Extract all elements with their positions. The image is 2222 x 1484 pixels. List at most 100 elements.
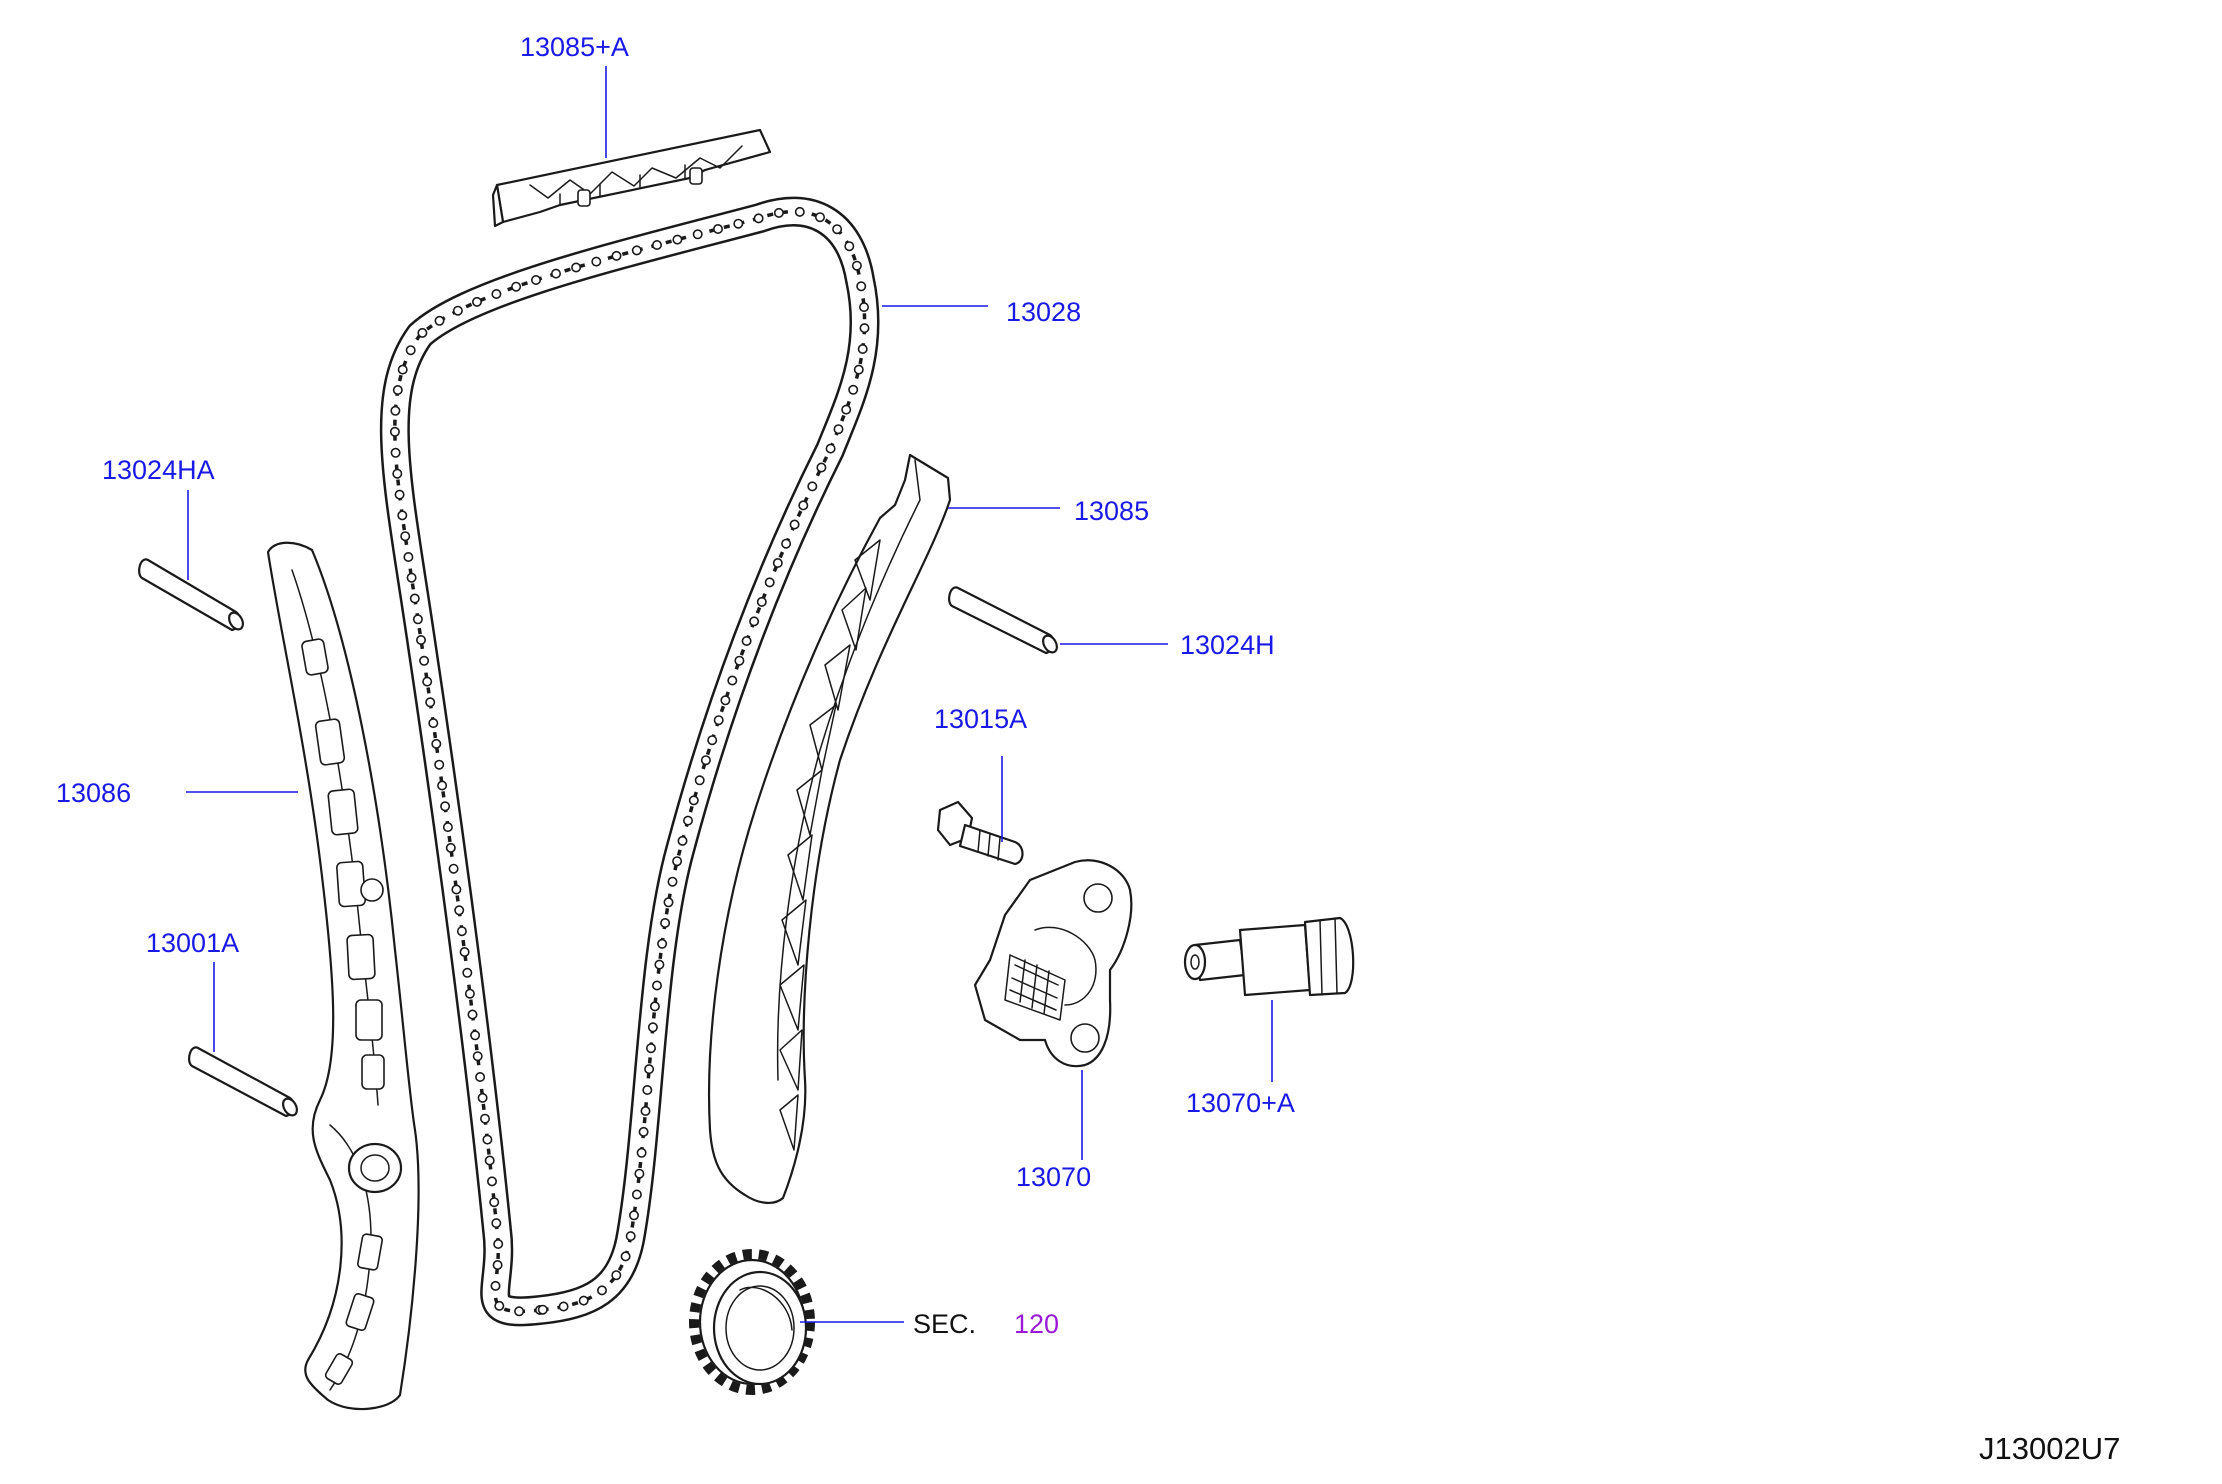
label-guide-upper: 13085+A: [520, 32, 629, 62]
chain-roller: [700, 755, 711, 766]
left-chain-guide[interactable]: [266, 541, 420, 1411]
chain-roller: [853, 364, 864, 375]
chain-roller: [753, 213, 764, 224]
chain-roller: [631, 1189, 642, 1200]
chain-roller: [858, 302, 869, 313]
diagram-code: J13002U7: [1979, 1431, 2120, 1466]
label-guide-left: 13086: [56, 778, 131, 808]
chain-roller: [389, 426, 400, 437]
chain-roller: [471, 296, 482, 307]
chain-roller: [491, 288, 502, 299]
chain-roller: [490, 1280, 501, 1291]
chain-roller: [392, 384, 403, 395]
chain-roller: [405, 345, 416, 356]
chain-roller: [437, 780, 448, 791]
chain-roller: [422, 676, 433, 687]
dowel-pin-right[interactable]: [948, 586, 1060, 655]
tensioner-lever-part[interactable]: [973, 859, 1133, 1068]
chain-roller: [578, 1295, 589, 1306]
chain-roller: [692, 229, 703, 240]
chain-roller: [772, 557, 783, 568]
chain-roller: [558, 1301, 569, 1312]
chain-roller: [773, 207, 784, 218]
section-reference-link[interactable]: 120: [1014, 1309, 1059, 1339]
chain-roller: [694, 775, 705, 786]
chain-roller: [688, 795, 699, 806]
chain-roller: [400, 531, 411, 542]
dowel-pin-lower-left[interactable]: [188, 1046, 300, 1118]
chain-roller: [628, 1210, 639, 1221]
label-pin-lower-left: 13001A: [146, 928, 239, 958]
chain-roller: [727, 675, 738, 686]
chain-roller: [434, 759, 445, 770]
chain-roller: [645, 1043, 656, 1054]
chain-roller: [856, 281, 867, 292]
label-pin-right: 13024H: [1180, 630, 1275, 660]
chain-roller: [816, 462, 827, 473]
chain-roller: [741, 635, 752, 646]
chain-roller: [713, 715, 724, 726]
chain-roller: [798, 500, 809, 511]
chain-roller: [482, 1134, 493, 1145]
label-chain: 13028: [1006, 297, 1081, 327]
chain-roller: [789, 519, 800, 530]
chain-roller: [462, 967, 473, 978]
chain-roller: [489, 1197, 500, 1208]
chain-roller: [464, 988, 475, 999]
chain-roller: [848, 384, 859, 395]
chain-roller: [434, 315, 445, 326]
upper-chain-guide[interactable]: [491, 128, 772, 228]
label-tensioner-lever: 13070: [1016, 1162, 1091, 1192]
chain-roller: [454, 905, 465, 916]
timing-chain[interactable]: [379, 196, 880, 1327]
chain-roller: [452, 305, 463, 316]
chain-roller: [448, 863, 459, 874]
chain-roller: [712, 224, 723, 235]
chain-roller: [456, 926, 467, 937]
chain-roller: [781, 538, 792, 549]
chain-roller: [720, 695, 731, 706]
tensioner-bolt[interactable]: [936, 800, 1024, 866]
chain-roller: [415, 634, 426, 645]
chain-roller: [530, 274, 541, 285]
chain-roller: [397, 364, 408, 375]
chain-roller: [484, 1155, 495, 1166]
chain-roller: [428, 718, 439, 729]
chain-roller: [631, 245, 642, 256]
crank-sprocket[interactable]: [689, 1249, 815, 1395]
chain-roller: [537, 1304, 548, 1315]
chain-roller: [625, 1231, 636, 1242]
chain-roller: [672, 234, 683, 245]
section-reference-prefix: SEC.: [913, 1309, 976, 1339]
chain-roller: [832, 224, 843, 235]
chain-roller: [638, 1126, 649, 1137]
chain-roller: [833, 424, 844, 435]
chain-roller: [479, 1113, 490, 1124]
chain-roller: [647, 1022, 658, 1033]
chain-roller: [649, 1001, 660, 1012]
chain-roller: [477, 1092, 488, 1103]
right-chain-guide[interactable]: [707, 453, 952, 1204]
chain-roller: [486, 1176, 497, 1187]
chain-roller: [667, 876, 678, 887]
chain-roller: [419, 655, 430, 666]
chain-roller: [642, 1085, 653, 1096]
chain-roller: [749, 616, 760, 627]
tensioner-plunger-part[interactable]: [1183, 916, 1355, 997]
label-tensioner-plunger: 13070+A: [1186, 1088, 1295, 1118]
chain-roller: [511, 281, 522, 292]
chain-roller: [397, 510, 408, 521]
chain-roller: [634, 1168, 645, 1179]
dowel-pin-upper-left[interactable]: [138, 558, 246, 632]
chain-roller: [425, 697, 436, 708]
chain-roller: [640, 1106, 651, 1117]
chain-roller: [451, 884, 462, 895]
chain-roller: [406, 572, 417, 583]
chain-roller: [445, 842, 456, 853]
chain-roller: [392, 468, 403, 479]
chain-roller: [733, 218, 744, 229]
chain-roller: [859, 323, 870, 334]
chain-roller: [475, 1072, 486, 1083]
chain-roller: [390, 447, 401, 458]
chain-roller: [734, 655, 745, 666]
